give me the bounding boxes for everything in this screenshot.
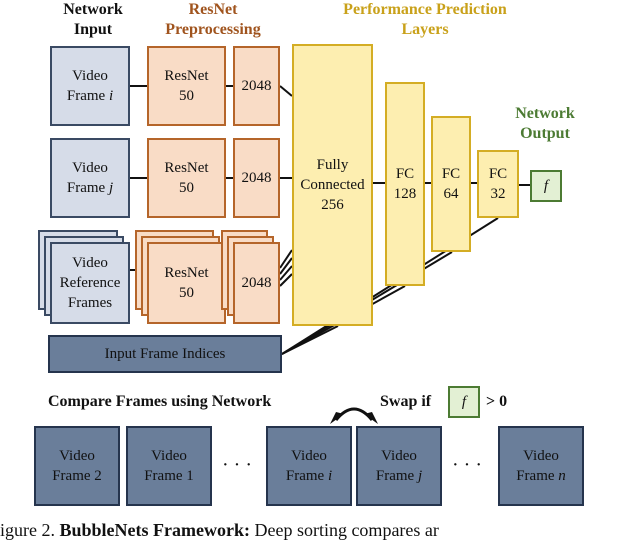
compare-title: Compare Frames using Network (48, 393, 272, 410)
compare-frame-j: Video Frame j (356, 426, 442, 506)
input-frame-i-line1: Video (72, 68, 108, 84)
swap-condition: > 0 (486, 393, 508, 410)
network-output-f: f (530, 170, 562, 202)
compare-frame-i: Video Frame i (266, 426, 352, 506)
swap-if-label: Swap if (380, 393, 432, 410)
reference-frames: Video Reference Frames (50, 242, 130, 324)
ellipsis-left: · · · (222, 454, 252, 476)
var-i: i (108, 88, 114, 104)
input-frame-indices: Input Frame Indices (48, 335, 282, 373)
figure-caption: igure 2. BubbleNets Framework: Deep sort… (0, 520, 439, 540)
input-frame-i: Video Frame i (50, 46, 130, 126)
feature-2048-i: 2048 (233, 46, 280, 126)
input-frame-j-line1: Video (72, 160, 108, 176)
feature-2048-ref: 2048 (233, 242, 280, 324)
feature-2048-j: 2048 (233, 138, 280, 218)
swap-f-box: f (448, 386, 480, 418)
var-j: j (108, 180, 114, 196)
ellipsis-right: · · · (452, 454, 482, 476)
input-frame-j: Video Frame j (50, 138, 130, 218)
compare-frame-n: Video Frame n (498, 426, 584, 506)
